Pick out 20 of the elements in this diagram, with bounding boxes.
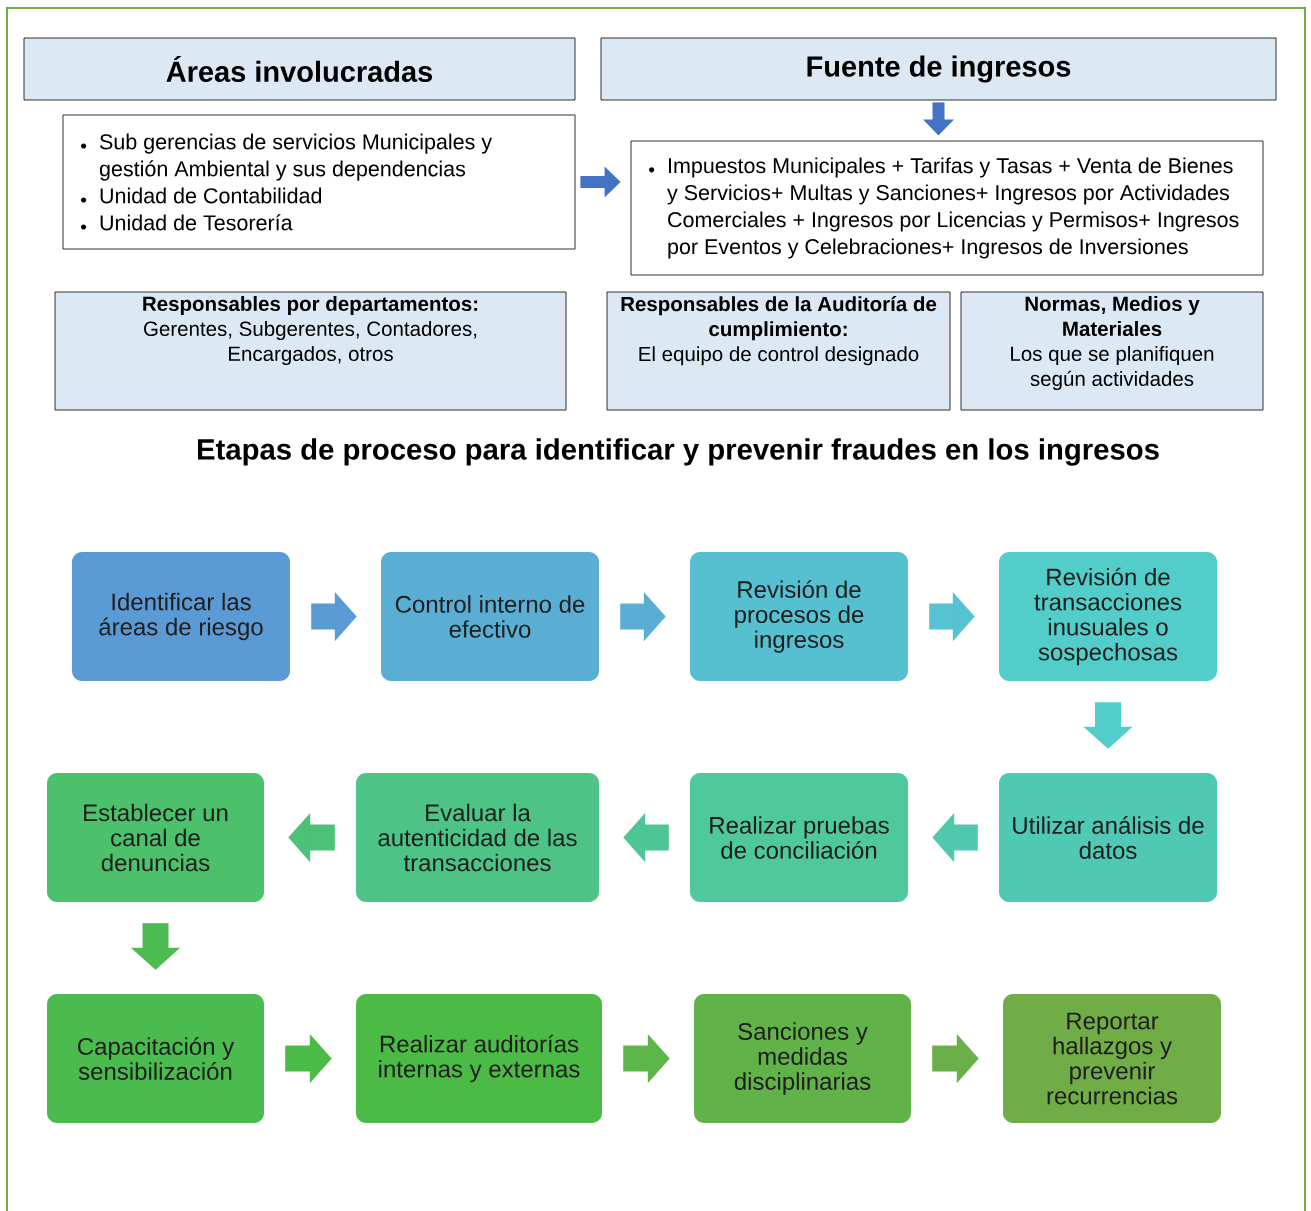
info-box: Responsables de la Auditoría de cumplimiento: El equipo de control designado — [606, 291, 951, 411]
info-box: Responsables por departamentos: Gerentes, Subgerentes, Contadores, Encargados, otros — [54, 291, 567, 411]
process-box: Evaluar la autenticidad de las transacciones — [356, 773, 599, 902]
process-box: Control interno de efectivo — [381, 552, 599, 681]
process-box: Revisión de procesos de ingresos — [690, 552, 908, 681]
list-box: Impuestos Municipales + Tarifas y Tasas + Venta de Bienes y Servicios+ Multas y Sanciones+ Ingresos por Actividades Comerciales + Ingresos por Licencias y Permisos+ Ingresos por Eventos y Celebraciones+ Ingresos de Inversiones — [630, 140, 1264, 276]
process-box: Establecer un canal de denuncias — [47, 773, 264, 902]
process-box: Reportar hallazgos y prevenir recurrencias — [1003, 994, 1221, 1123]
header-box: Fuente de ingresos — [600, 37, 1277, 101]
list-box: Sub gerencias de servicios Municipales y gestión Ambiental y sus dependencias Unidad de Contabilidad Unidad de Tesorería — [62, 114, 576, 250]
title: Etapas de proceso para identificar y prevenir fraudes en los ingresos — [197, 438, 1159, 466]
process-box: Revisión de transacciones inusuales o sospechosas — [999, 552, 1217, 681]
process-box: Sanciones y medidas disciplinarias — [694, 994, 911, 1123]
process-box: Capacitación y sensibilización — [47, 994, 264, 1123]
process-box: Identificar las áreas de riesgo — [72, 552, 290, 681]
process-box: Realizar pruebas de conciliación — [690, 773, 908, 902]
header-box: Áreas involucradas — [23, 37, 576, 101]
process-box: Utilizar análisis de datos — [999, 773, 1217, 902]
info-box: Normas, Medios y Materiales Los que se planifiquen según actividades — [960, 291, 1264, 411]
process-box: Realizar auditorías internas y externas — [356, 994, 602, 1123]
